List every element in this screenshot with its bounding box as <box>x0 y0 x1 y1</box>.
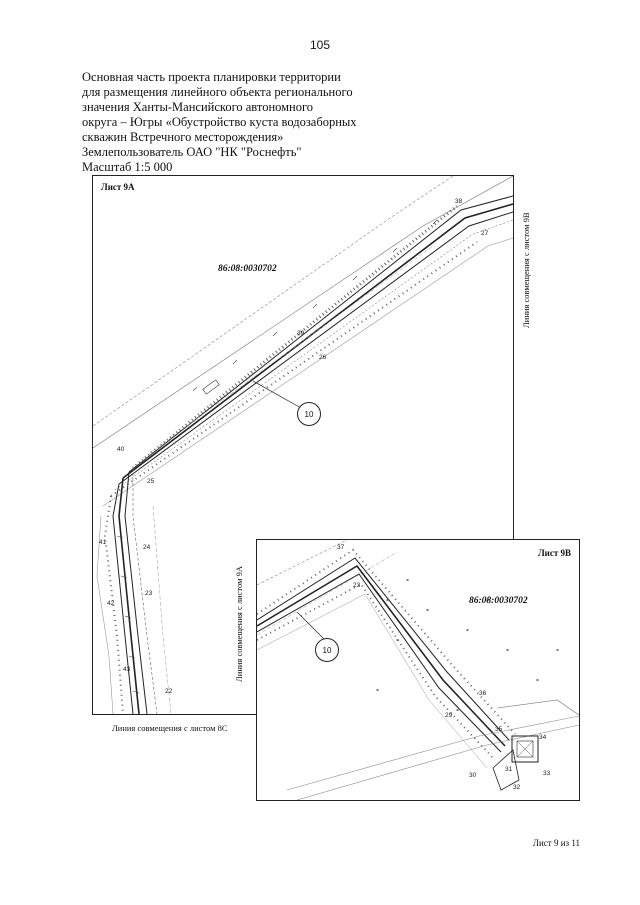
cadastral-number: 86:08:0030702 <box>469 596 528 606</box>
point-label: 42 <box>107 600 115 607</box>
point-label: 30 <box>469 772 477 779</box>
object-callout: 10 <box>297 402 321 426</box>
document-header: Основная часть проекта планировки террит… <box>82 70 382 175</box>
header-line: округа – Югры «Обустройство куста водоза… <box>82 115 357 129</box>
point-label: 32 <box>513 784 521 791</box>
point-label: 23 <box>353 582 361 589</box>
point-label: 33 <box>543 770 551 777</box>
point-label: 39 <box>297 330 305 337</box>
point-label: 22 <box>165 688 173 695</box>
point-label: 29 <box>445 712 453 719</box>
point-label: 35 <box>495 726 503 733</box>
point-label: 40 <box>117 446 125 453</box>
match-line-9a: Линия совмещения с листом 9А <box>234 566 244 682</box>
point-label: 24 <box>143 544 151 551</box>
point-label: 38 <box>455 198 463 205</box>
point-label: 36 <box>479 690 487 697</box>
point-label: 41 <box>99 539 107 546</box>
sheet-9a-title: Лист 9А <box>101 182 135 192</box>
cadastral-number: 86:08:0030702 <box>218 264 277 274</box>
header-line: для размещения линейного объекта региона… <box>82 85 353 99</box>
header-line: Основная часть проекта планировки террит… <box>82 70 341 84</box>
sheet-9a-drawing <box>93 176 513 714</box>
point-label: 31 <box>505 766 513 773</box>
sheet-9b-title: Лист 9В <box>537 548 571 558</box>
match-line-9b: Линия совмещения с листом 9В <box>521 212 531 328</box>
sheet-counter: Лист 9 из 11 <box>532 838 580 848</box>
point-label: 27 <box>481 230 489 237</box>
page-number: 105 <box>309 38 331 52</box>
object-callout: 10 <box>315 638 339 662</box>
sheet-9b-map: Лист 9В 86:08:0030702 10 37 23 36 29 35 … <box>256 539 580 801</box>
point-label: 23 <box>145 590 153 597</box>
point-label: 34 <box>539 734 547 741</box>
header-line: Масштаб 1:5 000 <box>82 160 173 174</box>
point-label: 37 <box>337 544 345 551</box>
point-label: 26 <box>319 354 327 361</box>
point-label: 25 <box>147 478 155 485</box>
header-line: значения Ханты-Мансийского автономного <box>82 100 314 114</box>
match-line-8c: Линия совмещения с листом 8С <box>112 723 228 733</box>
sheet-9b-drawing <box>257 540 579 800</box>
point-label: 43 <box>123 666 131 673</box>
header-line: Землепользователь ОАО "НК "Роснефть" <box>82 145 302 159</box>
header-line: скважин Встречного месторождения» <box>82 130 284 144</box>
